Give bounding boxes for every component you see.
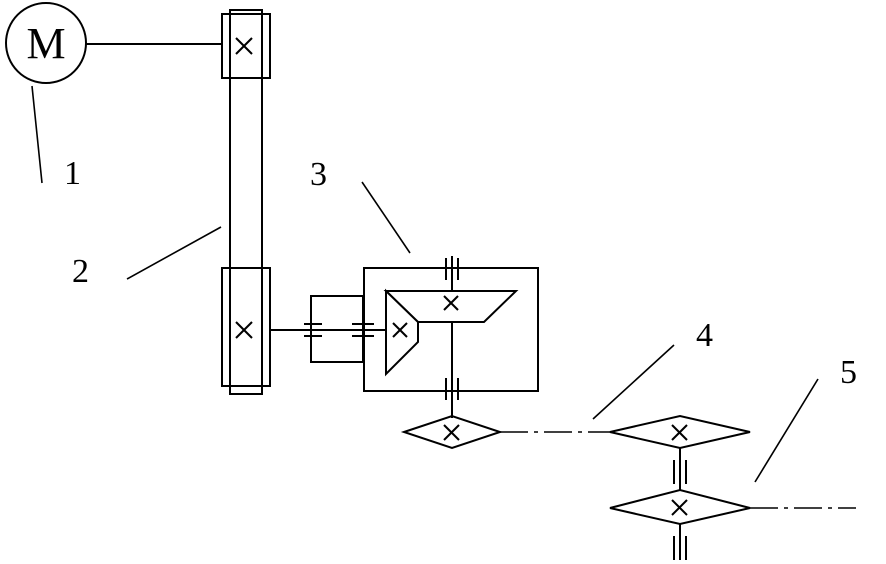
- motor: M: [5, 2, 222, 84]
- leader-4: [592, 344, 675, 420]
- large-sprocket-cross-b: [671, 424, 688, 441]
- leader-2: [126, 226, 222, 280]
- callout-leaders: [31, 85, 819, 483]
- motor-symbol: M: [26, 19, 65, 68]
- callout-2: 2: [72, 253, 89, 290]
- callout-5: 5: [840, 354, 857, 391]
- crown-gear-cross-b: [443, 295, 459, 311]
- bottom-pulley: [221, 267, 271, 387]
- leader-3: [361, 181, 411, 254]
- bevel-gearbox: [363, 256, 539, 418]
- bottom-pulley-cross-b: [235, 321, 253, 339]
- callout-labels: 1 2 3 4 5: [64, 155, 857, 391]
- leader-5: [754, 378, 819, 483]
- small-sprocket-cross-b: [443, 424, 460, 441]
- top-pulley-cross-b: [235, 37, 253, 55]
- callout-3: 3: [310, 156, 327, 193]
- callout-1: 1: [64, 155, 81, 192]
- leader-1: [31, 85, 43, 184]
- output-stage: [609, 448, 856, 560]
- belt-drive: [221, 9, 271, 395]
- top-pulley: [221, 13, 271, 79]
- callout-4: 4: [696, 317, 713, 354]
- large-sprocket: [609, 414, 751, 450]
- chain-drive: [400, 414, 751, 450]
- pinion-cross-b: [392, 322, 408, 338]
- input-shaft: [270, 295, 386, 363]
- output-sprocket-cross-b: [671, 499, 688, 516]
- belt: [229, 9, 263, 395]
